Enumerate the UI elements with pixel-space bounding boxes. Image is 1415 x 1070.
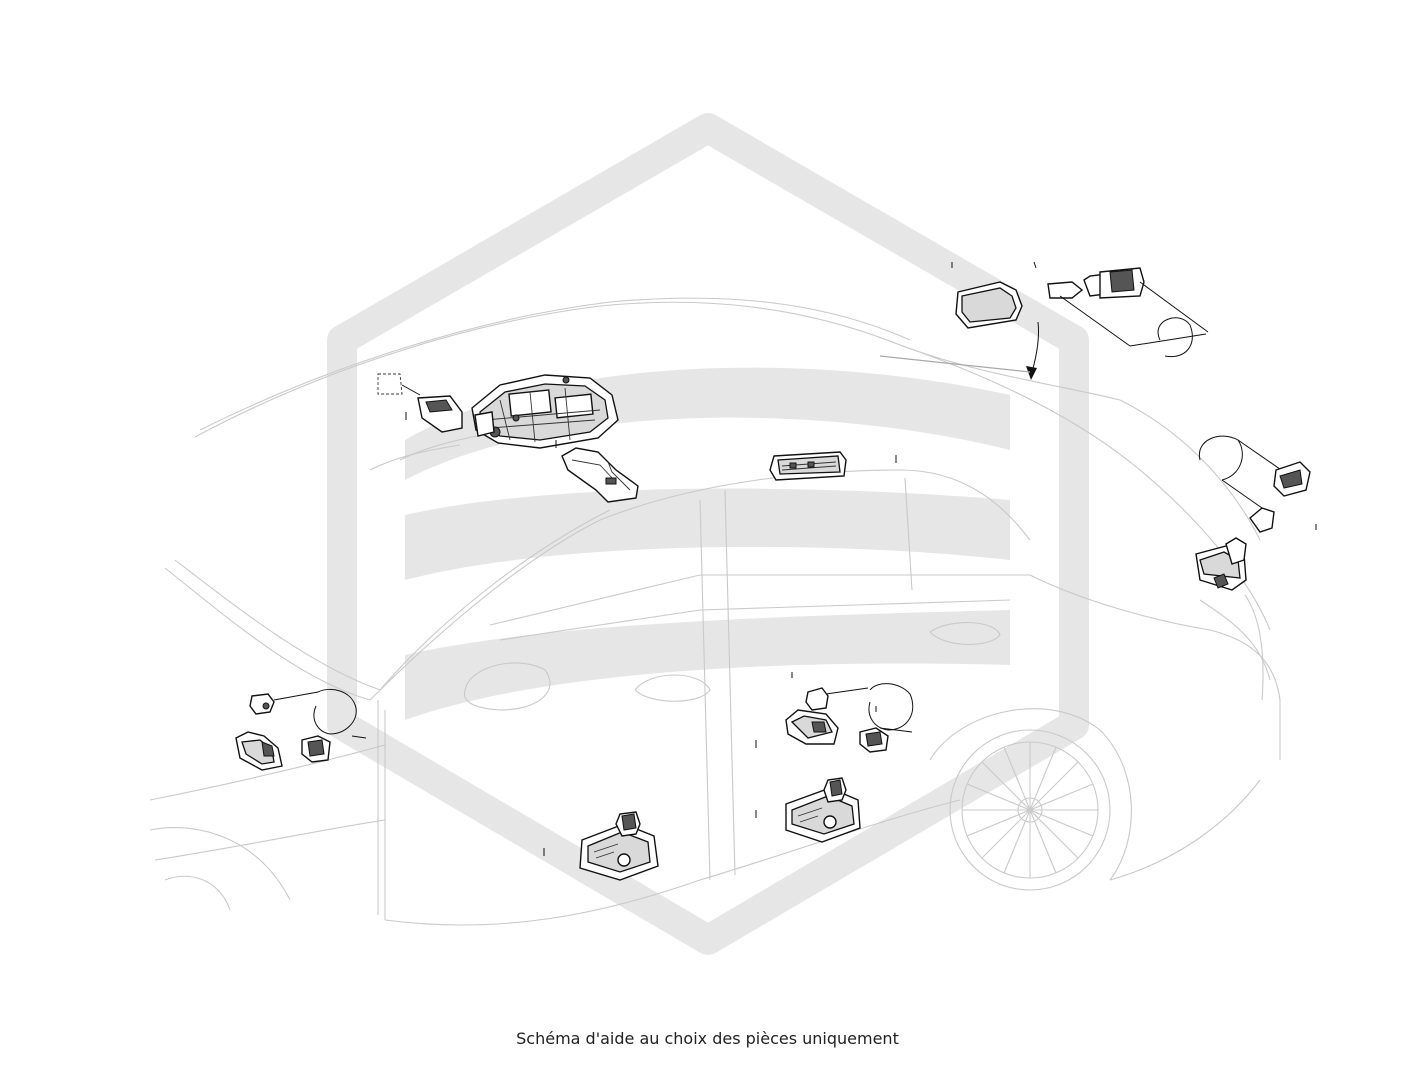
reading-lamp-small — [377, 373, 463, 433]
puddle-lamp-rear — [785, 777, 861, 843]
overhead-console — [471, 374, 619, 449]
pointer-arrow — [879, 321, 1039, 380]
rear-door-lamp-assembly — [755, 672, 914, 818]
rear-side-lamp-housing — [1195, 537, 1247, 591]
center-roof-lamp — [769, 451, 897, 481]
puddle-lamp-front — [543, 811, 659, 881]
diagram-caption: Schéma d'aide au choix des pièces unique… — [516, 1029, 899, 1048]
rear-side-bulb-assembly — [1198, 435, 1317, 533]
front-door-lamp-assembly — [235, 688, 367, 771]
console-lens — [555, 440, 639, 503]
rear-lamp-assembly — [951, 261, 1209, 358]
